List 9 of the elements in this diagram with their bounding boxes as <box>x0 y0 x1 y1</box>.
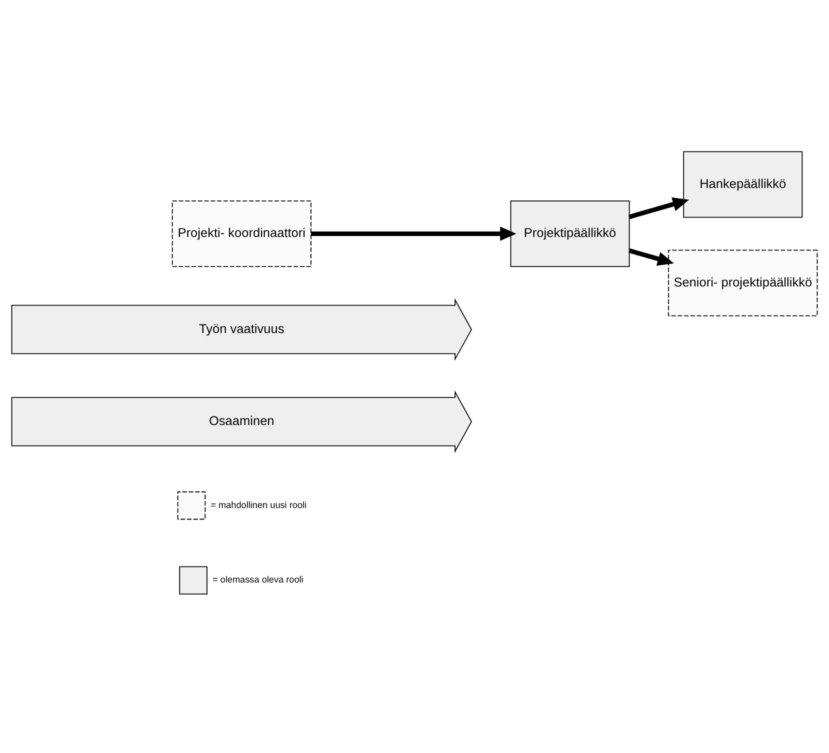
arrow <box>311 226 516 241</box>
arrow <box>628 248 674 266</box>
node-box: Projektipäällikkö <box>510 200 630 268</box>
node-box: Hankepäällikkö <box>683 151 803 218</box>
legend-label: = mahdollinen uusi rooli <box>210 500 307 510</box>
node-box: Projekti- koordinaattori <box>172 200 312 268</box>
legend-label: = olemassa oleva rooli <box>212 574 304 585</box>
node-box: Seniori- projektipäällikkö <box>668 250 818 316</box>
arrow <box>628 197 690 220</box>
